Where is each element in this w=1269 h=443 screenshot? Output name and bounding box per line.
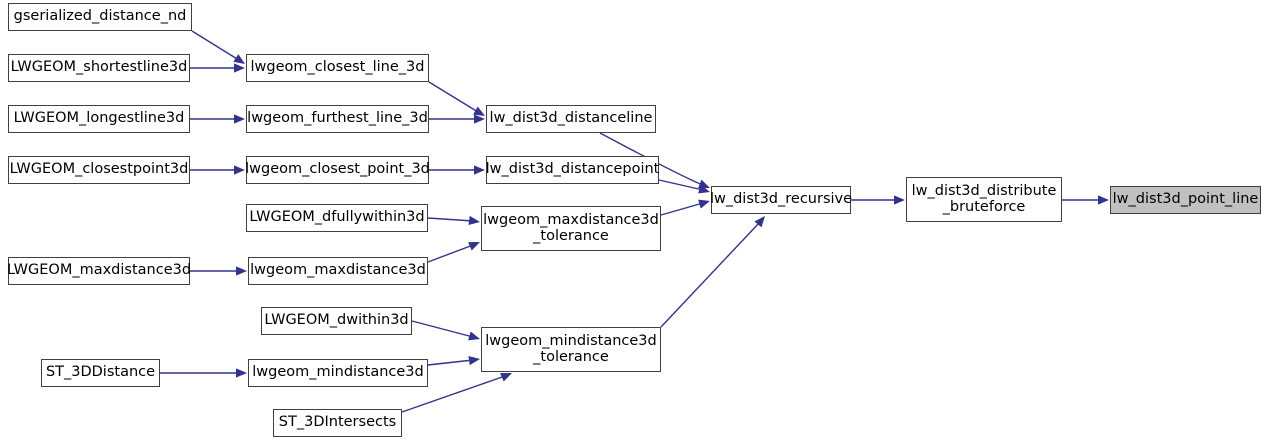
node-ST_3DIntersects[interactable]: ST_3DIntersects: [273, 409, 402, 437]
edge-lwgeom_closest_line_3d-to-lw_dist3d_distanceline: [428, 81, 479, 113]
node-LWGEOM_shortestline3d[interactable]: LWGEOM_shortestline3d: [8, 54, 190, 82]
arrowhead-LWGEOM_dwithin3d-to-lwgeom_mindistance3d_tolerance: [468, 331, 480, 341]
node-label: ST_3DIntersects: [278, 414, 397, 431]
node-lw_dist3d_distanceline[interactable]: lw_dist3d_distanceline: [486, 105, 656, 133]
arrowhead-lwgeom_closest_line_3d-to-lw_dist3d_distanceline: [473, 106, 485, 116]
arrowhead-lwgeom_closest_point_3d-to-lw_dist3d_distancepoint: [474, 165, 485, 175]
edge-lwgeom_mindistance3d_tolerance-to-lw_dist3d_recursive: [660, 221, 761, 328]
arrowhead-LWGEOM_closestpoint3d-to-lwgeom_closest_point_3d: [234, 165, 245, 175]
edge-lwgeom_maxdistance3d_tolerance-to-lw_dist3d_recursive: [660, 202, 704, 216]
edge-LWGEOM_dfullywithin3d-to-lwgeom_maxdistance3d_tolerance: [427, 217, 474, 222]
arrowhead-ST_3DDistance-to-lwgeom_mindistance3d: [236, 368, 247, 378]
edge-lw_dist3d_distancepoint-to-lw_dist3d_recursive: [658, 179, 704, 191]
node-label: lw_dist3d_distribute _bruteforce: [911, 182, 1057, 215]
arrowhead-LWGEOM_dfullywithin3d-to-lwgeom_maxdistance3d_tolerance: [468, 215, 480, 225]
edge-gserialized_distance_nd-to-lwgeom_closest_line_3d: [191, 30, 243, 63]
node-lwgeom_closest_point_3d[interactable]: lwgeom_closest_point_3d: [245, 156, 430, 184]
arrowhead-LWGEOM_maxdistance3d-to-lwgeom_maxdistance3d: [236, 266, 247, 276]
node-label: lwgeom_furthest_line_3d: [247, 110, 428, 127]
node-lwgeom_furthest_line_3d[interactable]: lwgeom_furthest_line_3d: [246, 105, 429, 133]
node-label: lw_dist3d_distanceline: [489, 110, 653, 127]
arrowhead-LWGEOM_shortestline3d-to-lwgeom_closest_line_3d: [234, 63, 245, 73]
node-LWGEOM_maxdistance3d[interactable]: LWGEOM_maxdistance3d: [7, 257, 191, 285]
node-lwgeom_mindistance3d_tolerance[interactable]: lwgeom_mindistance3d _tolerance: [481, 327, 661, 372]
node-lw_dist3d_distancepoint[interactable]: lw_dist3d_distancepoint: [486, 156, 659, 184]
arrowhead-lw_dist3d_distribute_bruteforce-to-lw_dist3d_point_line: [1098, 195, 1109, 205]
node-label: lw_dist3d_recursive: [709, 191, 853, 208]
node-label: LWGEOM_dfullywithin3d: [249, 209, 425, 226]
node-label: lwgeom_maxdistance3d: [250, 262, 426, 279]
arrowhead-LWGEOM_longestline3d-to-lwgeom_furthest_line_3d: [234, 114, 245, 124]
node-LWGEOM_longestline3d[interactable]: LWGEOM_longestline3d: [8, 105, 190, 133]
arrowhead-lw_dist3d_recursive-to-lw_dist3d_distribute_bruteforce: [894, 195, 905, 205]
node-label: lw_dist3d_point_line: [1112, 191, 1259, 208]
node-lwgeom_maxdistance3d[interactable]: lwgeom_maxdistance3d: [248, 257, 428, 285]
node-label: LWGEOM_maxdistance3d: [6, 262, 192, 279]
node-label: ST_3DDistance: [45, 364, 156, 381]
node-lwgeom_closest_line_3d[interactable]: lwgeom_closest_line_3d: [246, 54, 429, 82]
node-lw_dist3d_distribute_bruteforce[interactable]: lw_dist3d_distribute _bruteforce: [906, 177, 1062, 222]
edge-lwgeom_maxdistance3d-to-lwgeom_maxdistance3d_tolerance: [427, 244, 474, 263]
node-label: lwgeom_closest_line_3d: [250, 59, 425, 76]
node-label: LWGEOM_shortestline3d: [10, 59, 188, 76]
arrowhead-lwgeom_maxdistance3d-to-lwgeom_maxdistance3d_tolerance: [468, 242, 480, 251]
node-LWGEOM_dwithin3d[interactable]: LWGEOM_dwithin3d: [261, 307, 412, 335]
node-label: lwgeom_closest_point_3d: [245, 161, 430, 178]
node-gserialized_distance_nd[interactable]: gserialized_distance_nd: [8, 3, 192, 31]
arrowhead-lwgeom_furthest_line_3d-to-lw_dist3d_distanceline: [474, 114, 485, 124]
arrowhead-lw_dist3d_distanceline-to-lw_dist3d_recursive: [698, 179, 710, 189]
node-label: lwgeom_mindistance3d: [252, 364, 424, 381]
node-lw_dist3d_recursive[interactable]: lw_dist3d_recursive: [710, 186, 852, 214]
node-lwgeom_mindistance3d[interactable]: lwgeom_mindistance3d: [248, 359, 428, 387]
node-label: LWGEOM_dwithin3d: [264, 312, 409, 329]
node-label: lw_dist3d_distancepoint: [485, 161, 660, 178]
node-label: lwgeom_maxdistance3d _tolerance: [483, 211, 659, 244]
arrowhead-ST_3DIntersects-to-lwgeom_mindistance3d_tolerance: [500, 373, 512, 382]
edge-ST_3DIntersects-to-lwgeom_mindistance3d_tolerance: [401, 375, 506, 413]
node-lwgeom_maxdistance3d_tolerance[interactable]: lwgeom_maxdistance3d _tolerance: [481, 206, 661, 251]
node-LWGEOM_closestpoint3d[interactable]: LWGEOM_closestpoint3d: [8, 156, 190, 184]
node-label: LWGEOM_closestpoint3d: [9, 161, 189, 178]
node-LWGEOM_dfullywithin3d[interactable]: LWGEOM_dfullywithin3d: [246, 204, 428, 232]
node-label: gserialized_distance_nd: [13, 8, 187, 25]
node-lw_dist3d_point_line[interactable]: lw_dist3d_point_line: [1110, 186, 1261, 214]
arrowhead-lwgeom_mindistance3d-to-lwgeom_mindistance3d_tolerance: [468, 356, 480, 366]
node-label: LWGEOM_longestline3d: [13, 110, 185, 127]
edge-LWGEOM_dwithin3d-to-lwgeom_mindistance3d_tolerance: [411, 320, 474, 338]
node-ST_3DDistance[interactable]: ST_3DDistance: [41, 359, 160, 387]
arrowhead-lw_dist3d_distancepoint-to-lw_dist3d_recursive: [698, 184, 710, 194]
node-label: lwgeom_mindistance3d _tolerance: [485, 332, 657, 365]
arrowhead-gserialized_distance_nd-to-lwgeom_closest_line_3d: [233, 54, 245, 64]
edge-lwgeom_mindistance3d-to-lwgeom_mindistance3d_tolerance: [427, 359, 474, 366]
edge-lw_dist3d_distanceline-to-lw_dist3d_recursive: [599, 132, 706, 187]
arrowhead-lwgeom_mindistance3d_tolerance-to-lw_dist3d_recursive: [754, 216, 765, 228]
arrowhead-lwgeom_maxdistance3d_tolerance-to-lw_dist3d_recursive: [698, 199, 710, 209]
